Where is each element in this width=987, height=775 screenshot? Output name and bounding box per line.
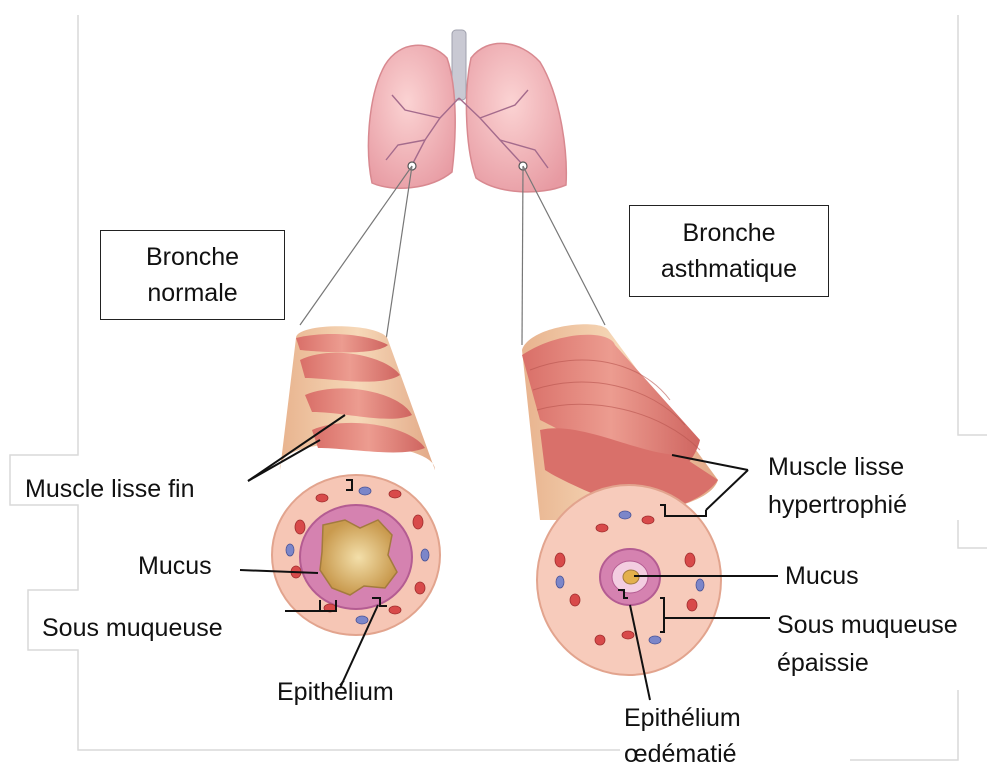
normal-bronchus-title: Bronche normale (100, 230, 285, 320)
label-epithelium-edematous-line2: œdématié (624, 738, 737, 770)
label-smooth-muscle-hypertrophied-line1: Muscle lisse (768, 451, 904, 483)
normal-bronchus (272, 326, 440, 635)
label-submucosa-normal: Sous muqueuse (42, 612, 223, 644)
label-smooth-muscle-thin: Muscle lisse fin (25, 473, 195, 505)
normal-title-line2: normale (101, 275, 284, 311)
label-epithelium-normal: Epithélium (277, 676, 394, 708)
asthmatic-bronchus (522, 324, 721, 675)
label-epithelium-edematous-line1: Epithélium (624, 702, 741, 734)
asthmatic-bronchus-title: Bronche asthmatique (629, 205, 829, 297)
label-mucus-asthma: Mucus (785, 560, 859, 592)
normal-title-line1: Bronche (101, 239, 284, 275)
label-smooth-muscle-hypertrophied-line2: hypertrophié (768, 489, 907, 521)
asthma-title-line1: Bronche (630, 215, 828, 251)
label-submucosa-thickened-line2: épaissie (777, 647, 869, 679)
label-mucus-normal: Mucus (138, 550, 212, 582)
lumen-normal (320, 520, 397, 595)
asthma-title-line2: asthmatique (630, 251, 828, 287)
label-submucosa-thickened-line1: Sous muqueuse (777, 609, 958, 641)
zoom-lines (300, 166, 605, 345)
lungs-illustration (368, 30, 566, 192)
